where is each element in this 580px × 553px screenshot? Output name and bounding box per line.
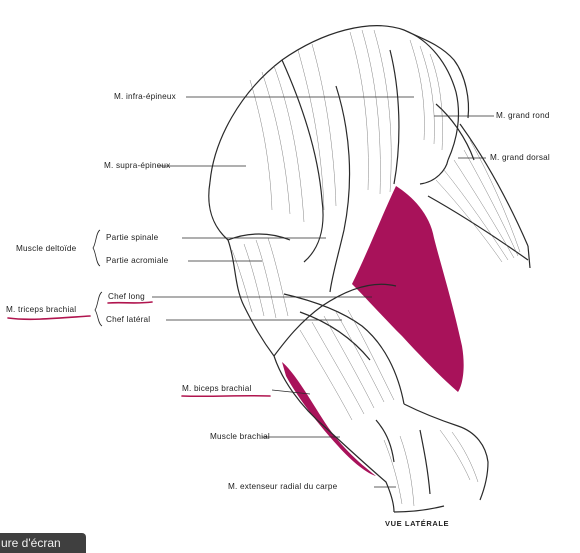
label-biceps-brachial: M. biceps brachial <box>182 384 252 393</box>
label-partie-spinale: Partie spinale <box>106 233 159 242</box>
muscle-striations <box>231 29 521 507</box>
red-underlines <box>7 301 271 398</box>
tooltip-text: ure d'écran <box>1 536 61 550</box>
label-muscle-deltoide: Muscle deltoïde <box>16 244 77 253</box>
label-chef-lateral: Chef latéral <box>106 315 151 324</box>
muscle-outlines <box>208 25 531 513</box>
label-partie-acromiale: Partie acromiale <box>106 256 169 265</box>
label-triceps-brachial: M. triceps brachial <box>6 305 77 314</box>
label-extenseur-radial: M. extenseur radial du carpe <box>228 482 338 491</box>
label-vue-laterale: VUE LATÉRALE <box>385 519 450 528</box>
label-grand-rond: M. grand rond <box>496 111 550 120</box>
label-supra-epineux: M. supra-épineux <box>104 161 171 170</box>
triceps-long-head-highlight <box>352 186 464 392</box>
brachial-highlight <box>282 362 376 476</box>
screenshot-tooltip: ure d'écran <box>0 533 86 553</box>
label-grand-dorsal: M. grand dorsal <box>490 153 550 162</box>
label-muscle-brachial: Muscle brachial <box>210 432 270 441</box>
label-chef-long: Chef long <box>108 292 145 301</box>
leader-lines <box>92 96 494 488</box>
label-infra-epineux: M. infra-épineux <box>114 92 176 101</box>
